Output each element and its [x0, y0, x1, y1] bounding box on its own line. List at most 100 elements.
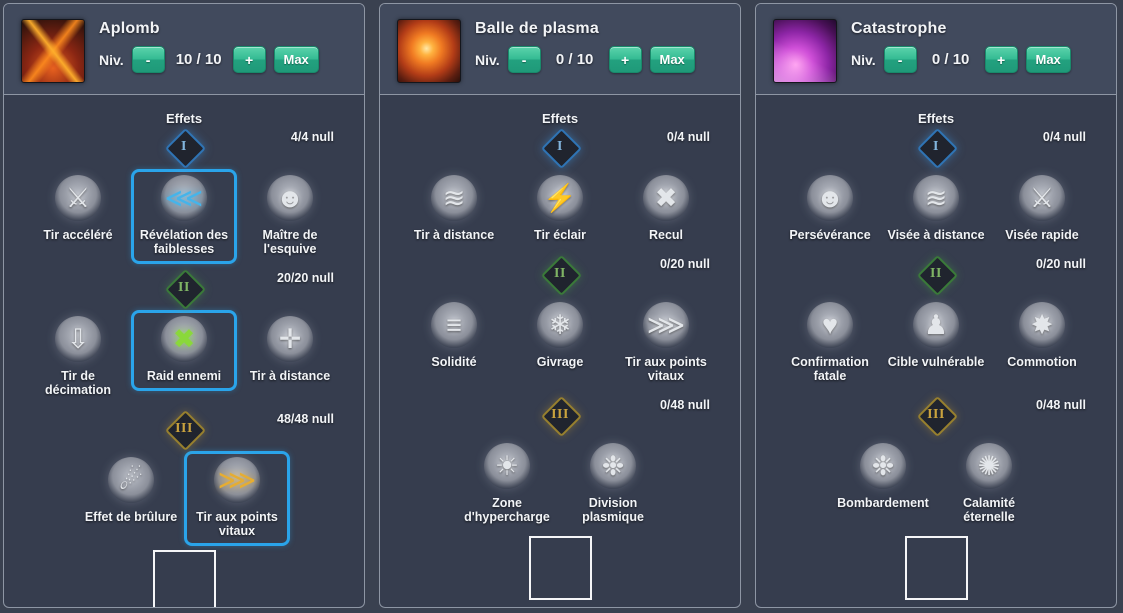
tier-counter: 0/20 null: [1035, 257, 1086, 271]
claw-marks-icon: ⋘: [161, 175, 207, 221]
level-label: Niv.: [99, 51, 124, 68]
decrease-level-button[interactable]: -: [507, 46, 541, 73]
panel-head-info: Catastrophe Niv. - 0 / 10 + Max: [851, 19, 1071, 73]
tier-counter: 4/4 null: [290, 130, 334, 144]
skill-node[interactable]: ☻ Maître de l'esquive: [237, 169, 343, 264]
empty-skill-slot[interactable]: [904, 536, 968, 600]
tier-block: 0/4 null I ≋ Tir à distance ⚡ Tir éclair…: [380, 127, 740, 254]
layered-plates-icon-glyph: ≡: [446, 309, 462, 340]
tier-row: 0/20 null II: [380, 254, 740, 294]
dodge-figure-icon-glyph: ☻: [275, 182, 305, 213]
increase-level-button[interactable]: +: [232, 46, 266, 73]
skill-node[interactable]: ✛ Tir à distance: [237, 310, 343, 391]
heart-monitor-icon-glyph: ♥: [821, 309, 839, 340]
dodge-figure-icon: ☻: [267, 175, 313, 221]
skill-label: Tir éclair: [534, 228, 586, 242]
omni-arrows-icon: ✛: [267, 316, 313, 362]
claw-marks-icon: ⋙: [643, 302, 689, 348]
skill-label: Commotion: [1007, 355, 1077, 369]
skill-label: Persévérance: [789, 228, 871, 242]
tier-row: 48/48 null III: [4, 409, 364, 449]
tier-diamond-icon: II: [540, 254, 580, 294]
max-level-button[interactable]: Max: [1025, 46, 1071, 73]
skill-node[interactable]: ✸ Commotion: [989, 296, 1095, 377]
tier-counter: 0/48 null: [659, 398, 710, 412]
panel-header: Balle de plasma Niv. - 0 / 10 + Max: [380, 4, 740, 95]
tier-skills-row: ♥ Confirmation fatale ♟ Cible vulnérable…: [756, 294, 1116, 395]
skill-node[interactable]: ≡ Solidité: [401, 296, 507, 377]
tier-block: 0/20 null II ♥ Confirmation fatale ♟ Cib…: [756, 254, 1116, 395]
level-controls: Niv. - 10 / 10 + Max: [99, 46, 319, 73]
max-level-button[interactable]: Max: [273, 46, 319, 73]
effects-title: Effets: [917, 111, 955, 126]
panel-body: Effets 0/4 null I ≋ Tir à distance ⚡ Tir…: [380, 95, 740, 607]
decrease-level-button[interactable]: -: [883, 46, 917, 73]
skill-node[interactable]: ⋘ Révélation des faiblesses: [131, 169, 237, 264]
skill-label: Bombardement: [837, 496, 929, 510]
feather-swoosh-icon: ≋: [431, 175, 477, 221]
skill-node[interactable]: ⚔ Visée rapide: [989, 169, 1095, 250]
skill-node[interactable]: ⋙ Tir aux points vitaux: [184, 451, 290, 546]
tier-counter: 0/48 null: [1035, 398, 1086, 412]
panel-head-info: Balle de plasma Niv. - 0 / 10 + Max: [475, 19, 695, 73]
skill-label: Effet de brûlure: [84, 510, 178, 524]
tier-diamond-icon: I: [916, 127, 956, 167]
halo-figure-icon: ☻: [807, 175, 853, 221]
skill-node[interactable]: ≋ Visée à distance: [883, 169, 989, 250]
tier-skills-row: ⚔ Tir accéléré ⋘ Révélation des faibless…: [4, 167, 364, 268]
speed-blade-icon-glyph: ⚡: [543, 182, 577, 213]
max-level-button[interactable]: Max: [649, 46, 695, 73]
skill-node[interactable]: ⚡ Tir éclair: [507, 169, 613, 250]
skill-label: Zone d'hypercharge: [464, 496, 550, 524]
skill-node[interactable]: ♟ Cible vulnérable: [883, 296, 989, 377]
skill-node[interactable]: ☻ Persévérance: [777, 169, 883, 250]
shatter-blast-icon: ✸: [1019, 302, 1065, 348]
tier-skills-row: ⇩ Tir de décimation ✖ Raid ennemi ✛ Tir …: [4, 308, 364, 409]
tier-numeral: II: [178, 280, 190, 295]
skill-node[interactable]: ⇩ Tir de décimation: [25, 310, 131, 405]
increase-level-button[interactable]: +: [984, 46, 1018, 73]
skill-node[interactable]: ✖ Recul: [613, 169, 719, 250]
skill-label: Visée rapide: [1005, 228, 1079, 242]
feather-swoosh-icon-glyph: ≋: [442, 182, 466, 213]
tier-counter: 0/4 null: [1042, 130, 1086, 144]
skill-label: Tir de décimation: [45, 369, 111, 397]
skill-node[interactable]: ≋ Tir à distance: [401, 169, 507, 250]
sun-flare-icon: ✺: [966, 443, 1012, 489]
empty-skill-slot[interactable]: [528, 536, 592, 600]
feather-swoosh-icon: ≋: [913, 175, 959, 221]
tier-row: 4/4 null I: [4, 127, 364, 167]
skill-label: Givrage: [536, 355, 584, 369]
shatter-blast-icon-glyph: ✸: [1030, 309, 1054, 340]
down-arrow-icon: ⇩: [55, 316, 101, 362]
tier-row: 0/4 null I: [756, 127, 1116, 167]
skill-node[interactable]: ❉ Division plasmique: [560, 437, 666, 532]
tier-counter: 48/48 null: [277, 412, 334, 426]
tier-row: 0/48 null III: [380, 395, 740, 435]
falling-figure-icon-glyph: ♟: [923, 309, 949, 340]
tier-diamond-icon: III: [916, 395, 956, 435]
skill-node[interactable]: ☄ Effet de brûlure: [78, 451, 184, 532]
skill-node[interactable]: ✖ Raid ennemi: [131, 310, 237, 391]
skill-node[interactable]: ☀ Zone d'hypercharge: [454, 437, 560, 532]
skill-node[interactable]: ⋙ Tir aux points vitaux: [613, 296, 719, 391]
decrease-level-button[interactable]: -: [131, 46, 165, 73]
increase-level-button[interactable]: +: [608, 46, 642, 73]
skill-panel: Catastrophe Niv. - 0 / 10 + Max Effets 0…: [755, 3, 1117, 608]
skill-node[interactable]: ⚔ Tir accéléré: [25, 169, 131, 250]
skill-node[interactable]: ❉ Bombardement: [830, 437, 936, 518]
skill-node[interactable]: ♥ Confirmation fatale: [777, 296, 883, 391]
tier-counter: 0/4 null: [666, 130, 710, 144]
tier-block: 0/48 null III ☀ Zone d'hypercharge ❉ Div…: [380, 395, 740, 536]
golden-claw-icon: ⋙: [214, 457, 260, 503]
skill-node[interactable]: ❄ Givrage: [507, 296, 613, 377]
tier-block: 20/20 null II ⇩ Tir de décimation ✖ Raid…: [4, 268, 364, 409]
tier-numeral: I: [557, 139, 563, 154]
sword-spin-icon: ⚔: [55, 175, 101, 221]
halo-figure-icon-glyph: ☻: [815, 182, 845, 213]
tier-block: 4/4 null I ⚔ Tir accéléré ⋘ Révélation d…: [4, 127, 364, 268]
skill-node[interactable]: ✺ Calamité éternelle: [936, 437, 1042, 532]
empty-skill-slot[interactable]: [152, 550, 216, 607]
level-controls: Niv. - 0 / 10 + Max: [851, 46, 1071, 73]
